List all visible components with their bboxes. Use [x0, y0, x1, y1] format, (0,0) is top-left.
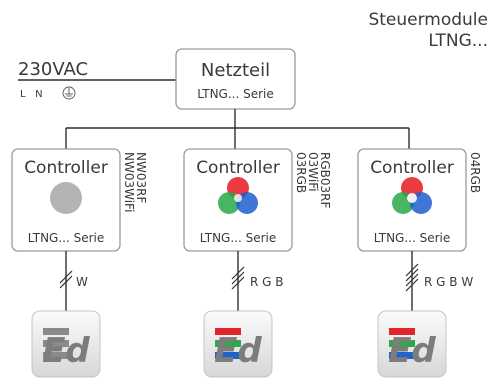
rgbw-circles-icon [392, 177, 432, 214]
controller-3-wires: R G B W [424, 275, 473, 289]
power-supply-box: Netzteil LTNG... Serie [175, 48, 296, 110]
controller-box-2: Controller LTNG... Serie [183, 148, 293, 252]
stripes-2 [215, 328, 241, 359]
led-icon-text-1: Ed [42, 331, 90, 371]
controller-1-wires: W [76, 275, 88, 289]
heading-line-2: LTNG... [428, 31, 488, 51]
controller-3-series: LTNG... Serie [374, 231, 451, 245]
power-supply-series: LTNG... Serie [197, 87, 274, 101]
model-label: 03RGB [294, 152, 308, 193]
led-strip-icon-2: Ed [203, 310, 273, 378]
controller-box-1: Controller LTNG... Serie [11, 148, 121, 252]
model-label: 03WiFi [306, 152, 320, 192]
mains-label: 230VAC [18, 59, 88, 80]
controller-3-title: Controller [370, 158, 454, 178]
model-label: 04RGB [468, 152, 482, 193]
led-strip-icon-3: Ed [377, 310, 447, 378]
grey-dot-icon [50, 182, 82, 214]
wire-count-ticks-3 [405, 263, 419, 292]
stripes-1 [43, 328, 69, 359]
controller-2-models: 03RGB 03WiFi RGB03RF [294, 152, 332, 208]
power-supply-title: Netzteil [201, 60, 270, 81]
mains-terminals: L N [20, 89, 43, 100]
controller-2-wires: R G B [250, 275, 284, 289]
wire-count-ticks-1 [59, 270, 73, 289]
controller-2-title: Controller [196, 158, 280, 178]
led-icon-text-2: Ed [214, 331, 262, 371]
model-label: NW03RF [134, 152, 148, 203]
controller-box-3: Controller LTNG... Serie [357, 148, 467, 252]
model-label: NW03WiFi [122, 152, 136, 212]
rgb-circles-icon [218, 177, 258, 214]
led-icon-text-3: Ed [388, 331, 436, 371]
controller-1-models: NW03WiFi NW03RF [122, 152, 148, 212]
stripes-3 [389, 328, 415, 359]
controller-1-series: LTNG... Serie [28, 231, 105, 245]
ground-icon [62, 86, 76, 100]
model-label: RGB03RF [318, 152, 332, 208]
controller-3-models: 04RGB [468, 152, 482, 193]
controller-1-title: Controller [24, 158, 108, 178]
heading-line-1: Steuermodule [368, 10, 488, 30]
led-strip-icon-1: Ed [31, 310, 101, 378]
wire-count-ticks-2 [231, 266, 245, 290]
controller-2-series: LTNG... Serie [200, 231, 277, 245]
